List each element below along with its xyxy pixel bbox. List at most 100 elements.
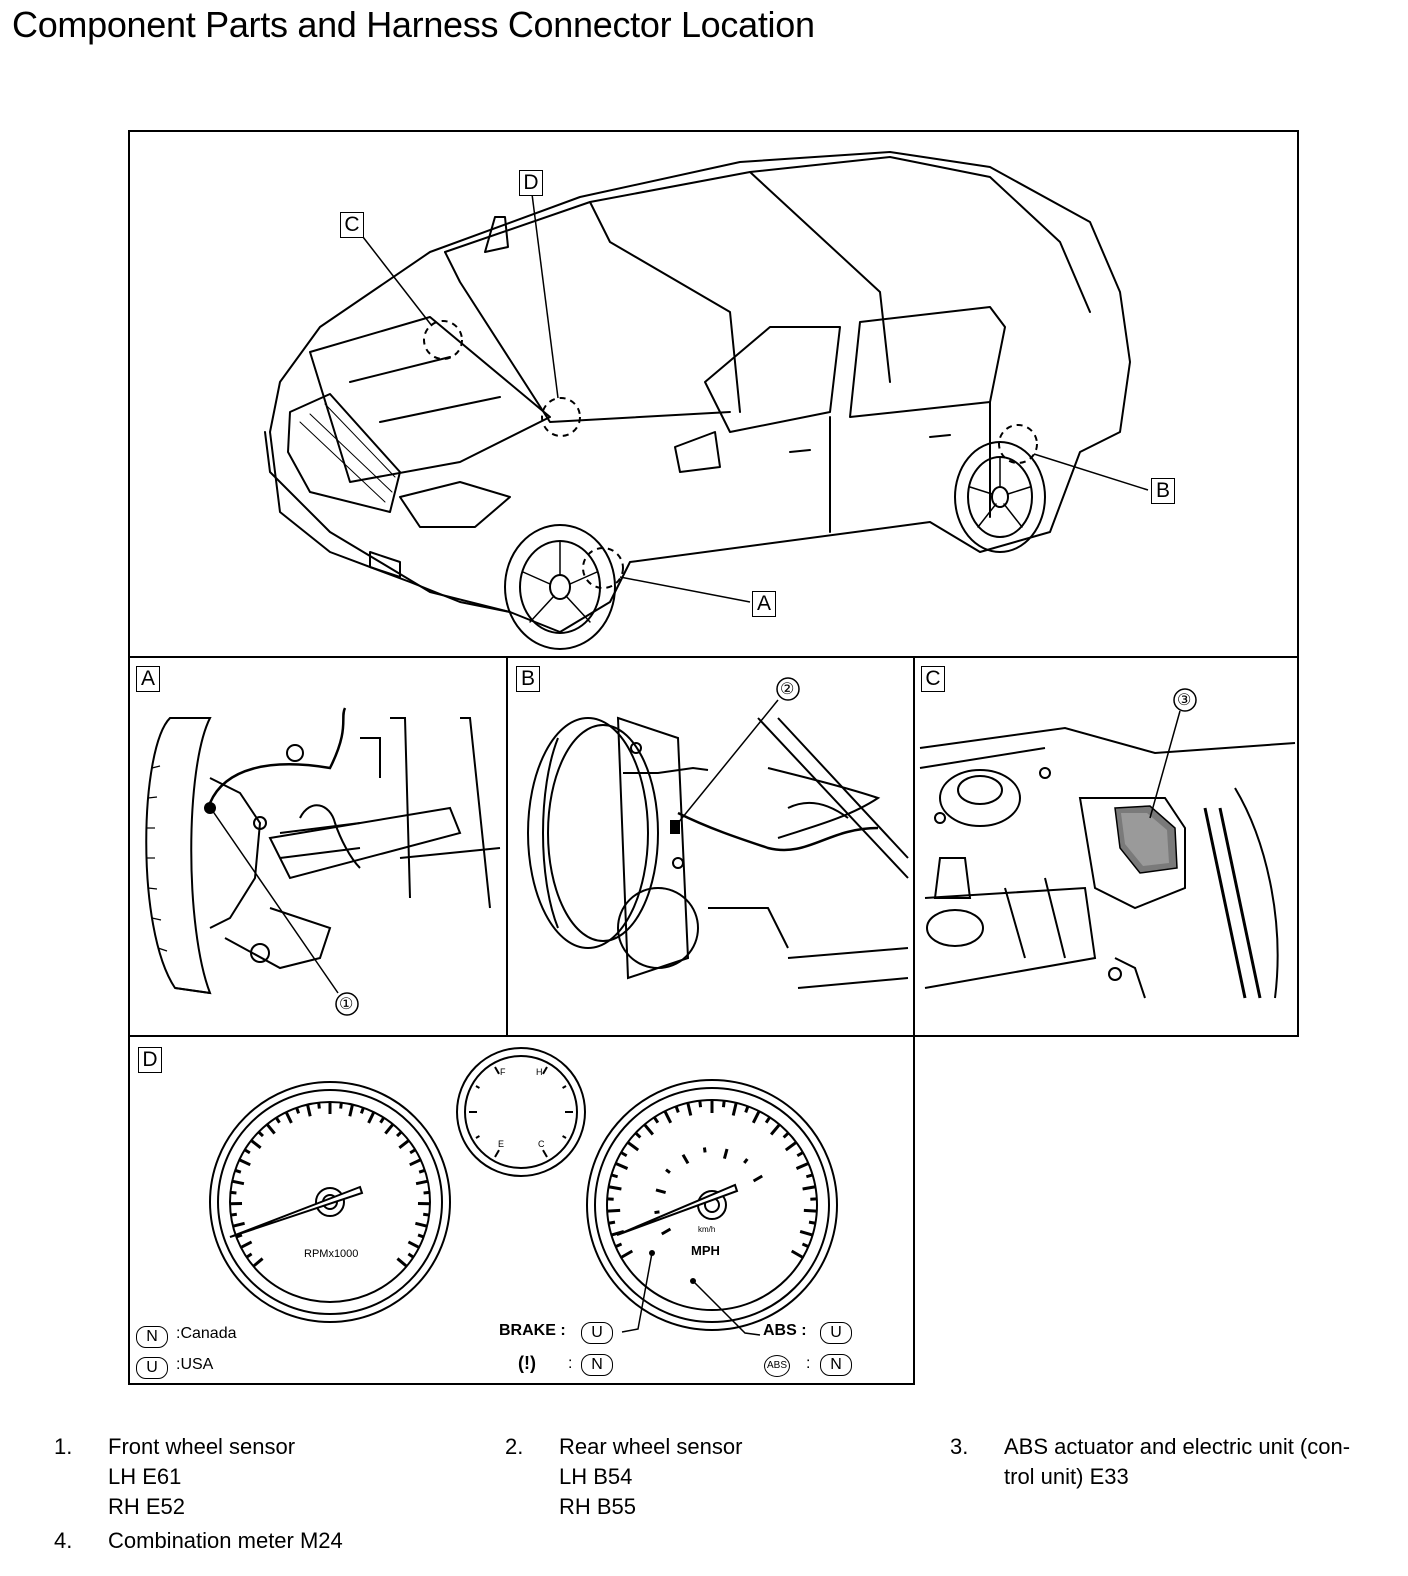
- brake-indicator-label: BRAKE :: [499, 1322, 566, 1339]
- fuel-tick: [494, 1149, 500, 1158]
- tach-tick: [398, 1139, 410, 1150]
- tach-tick: [232, 1221, 245, 1228]
- speedo-inner-tick: [655, 1188, 667, 1195]
- brake-usa-badge: U: [581, 1322, 613, 1344]
- tach-tick: [238, 1158, 251, 1167]
- speedo-tick: [608, 1220, 616, 1225]
- abs-canada-badge: N: [820, 1354, 852, 1376]
- abs-warning-icon: ABS: [764, 1355, 791, 1377]
- tach-tick: [295, 1107, 301, 1114]
- key-usa-label: :USA: [176, 1356, 214, 1373]
- legend-line: Combination meter M24: [108, 1528, 343, 1553]
- legend-line: LH B54: [559, 1464, 633, 1489]
- detail-panel-d: D RPMx1: [128, 1035, 915, 1385]
- tach-tick: [407, 1240, 420, 1249]
- legend-line: trol unit) E33: [1004, 1464, 1129, 1489]
- panel-tag-b: B: [516, 666, 540, 692]
- speedo-tick: [808, 1220, 816, 1225]
- tach-tick: [243, 1148, 251, 1155]
- tach-tick: [415, 1179, 429, 1186]
- speedo-tick: [698, 1100, 703, 1108]
- page-title: Component Parts and Harness Connector Lo…: [12, 4, 815, 45]
- abs-canada-colon: :: [806, 1355, 811, 1372]
- combination-meter-illustration: [209, 1047, 838, 1336]
- speedo-tick: [614, 1242, 623, 1248]
- legend-number: 3.: [950, 1434, 969, 1459]
- speedo-inner-tick: [665, 1168, 671, 1174]
- tach-tick: [418, 1168, 426, 1174]
- speedo-tick: [686, 1102, 693, 1116]
- tach-tick: [379, 1116, 385, 1124]
- panel-tag-c: C: [921, 666, 945, 692]
- speedo-tick: [614, 1162, 629, 1170]
- temp-mark-h: H: [536, 1067, 543, 1077]
- tach-tick: [252, 1257, 264, 1268]
- speedo-tick: [784, 1141, 798, 1152]
- front-wheel-sensor-illustration: [145, 707, 501, 1016]
- callout-3: ③: [1177, 692, 1192, 709]
- brake-warning-icon: (!): [518, 1353, 536, 1373]
- legend-number: 2.: [505, 1434, 524, 1459]
- speedo-tick: [769, 1123, 781, 1136]
- legend-line: ABS actuator and electric unit (con-: [1004, 1434, 1351, 1459]
- speedo-tick: [610, 1173, 619, 1179]
- tach-tick: [231, 1179, 245, 1186]
- tach-tick: [415, 1221, 428, 1228]
- tach-tick: [317, 1102, 321, 1109]
- speedo-tick: [803, 1208, 817, 1213]
- speedo-tick: [643, 1123, 655, 1136]
- speedo-tick: [607, 1208, 621, 1213]
- tach-tick: [339, 1102, 343, 1109]
- key-usa-badge: U: [136, 1357, 168, 1379]
- rear-wheel-sensor-illustration: [527, 677, 909, 989]
- tach-tick: [284, 1111, 293, 1124]
- tach-tick: [306, 1104, 312, 1117]
- tach-tick: [257, 1130, 265, 1138]
- callout-tag-b: B: [1151, 478, 1175, 504]
- detail-panel-b: B ②: [506, 656, 915, 1037]
- speedo-tick: [802, 1185, 816, 1191]
- speedo-tick: [796, 1151, 804, 1158]
- tach-tick: [250, 1139, 262, 1150]
- tach-tick: [409, 1148, 417, 1155]
- vehicle-illustration: [264, 151, 1149, 650]
- speedo-tick: [801, 1242, 810, 1248]
- legend-number: 1.: [54, 1434, 73, 1459]
- tach-tick: [384, 1123, 395, 1135]
- speedo-inner-tick: [702, 1147, 707, 1153]
- key-canada-badge: N: [136, 1326, 168, 1348]
- tach-tick: [235, 1233, 243, 1239]
- tach-tick: [359, 1107, 365, 1114]
- speedo-tick: [764, 1116, 771, 1124]
- tach-tick: [348, 1104, 354, 1117]
- tach-tick: [230, 1190, 237, 1195]
- speedo-tick: [751, 1110, 761, 1124]
- detail-panel-a: A: [128, 656, 508, 1037]
- speedo-inner-tick: [654, 1210, 660, 1215]
- speedo-inner-tick: [681, 1154, 690, 1165]
- abs-actuator-illustration: [919, 688, 1296, 999]
- callout-2: ②: [780, 681, 795, 698]
- legend-line: LH E61: [108, 1464, 182, 1489]
- speedo-inner-tick: [743, 1158, 749, 1164]
- abs-usa-badge: U: [820, 1322, 852, 1344]
- speedo-tick: [790, 1249, 804, 1259]
- legend-line: Front wheel sensor: [108, 1434, 296, 1459]
- brake-canada-badge: N: [581, 1354, 613, 1376]
- abs-indicator-label: ABS :: [763, 1322, 807, 1339]
- legend-line: RH B55: [559, 1494, 637, 1519]
- speedo-tick: [608, 1185, 622, 1191]
- tach-tick: [395, 1130, 403, 1138]
- speedo-tick: [663, 1110, 673, 1124]
- legend-number: 4.: [54, 1528, 73, 1553]
- panel-tag-d: D: [138, 1047, 162, 1073]
- tach-unit-label: RPMx1000: [304, 1248, 359, 1260]
- speedo-tick: [721, 1100, 726, 1108]
- tach-tick: [367, 1111, 376, 1124]
- tach-tick: [265, 1123, 276, 1135]
- speedo-subunit-label: km/h: [698, 1225, 716, 1234]
- speedo-tick: [731, 1102, 738, 1116]
- fuel-mark-e: E: [498, 1139, 505, 1149]
- tach-tick: [230, 1212, 237, 1217]
- speedo-tick: [805, 1173, 814, 1179]
